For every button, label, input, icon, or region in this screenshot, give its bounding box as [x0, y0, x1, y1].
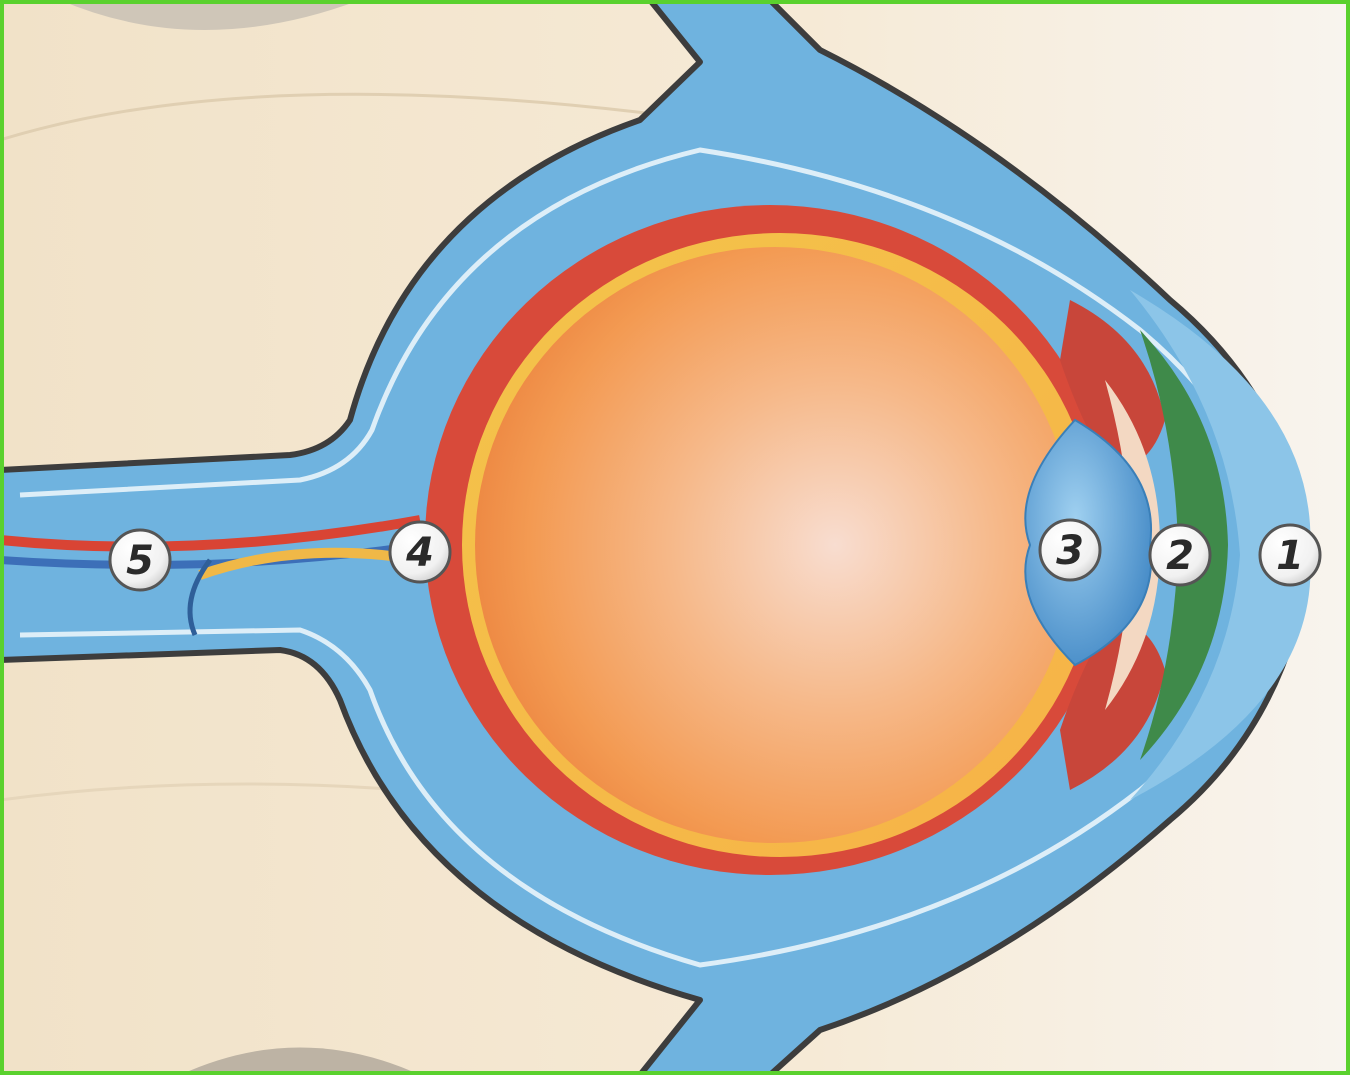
- marker-1-label: 1: [1276, 533, 1304, 579]
- marker-3-label: 3: [1056, 528, 1084, 574]
- marker-4-label: 4: [405, 530, 434, 576]
- marker-5: 5: [110, 530, 170, 590]
- marker-4: 4: [390, 522, 450, 582]
- vitreous-body: [475, 247, 1075, 843]
- marker-2-label: 2: [1166, 533, 1194, 579]
- marker-3: 3: [1040, 520, 1100, 580]
- marker-5-label: 5: [126, 538, 154, 584]
- marker-2: 2: [1150, 525, 1210, 585]
- marker-1: 1: [1260, 525, 1320, 585]
